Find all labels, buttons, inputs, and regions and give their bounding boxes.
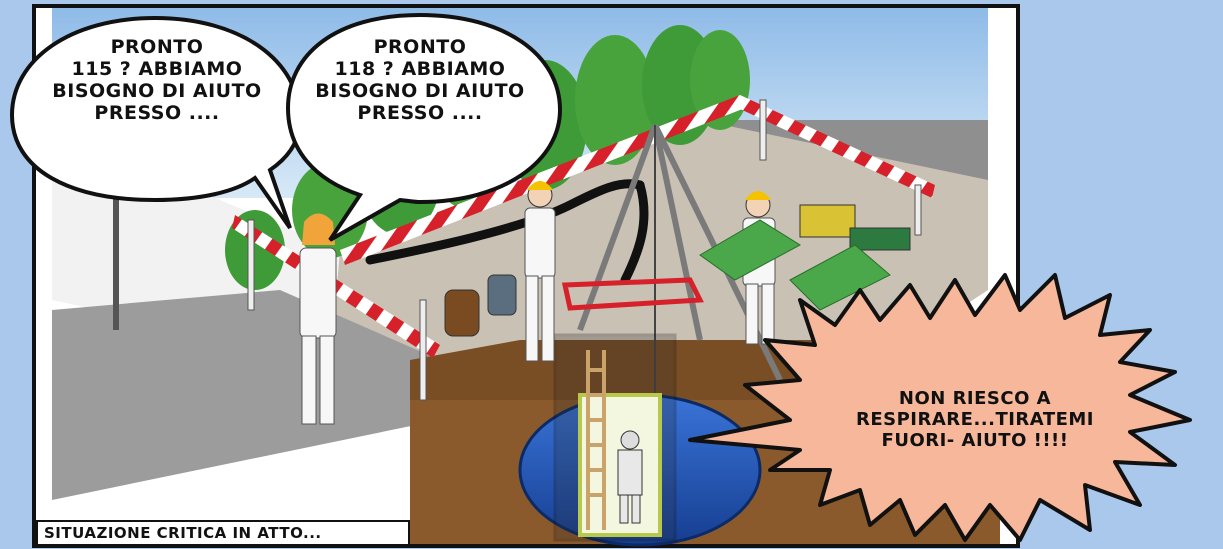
worker-middle xyxy=(524,181,556,362)
lamp-post xyxy=(113,150,119,330)
shout-burst xyxy=(688,273,1192,542)
woman-on-phone xyxy=(299,213,337,425)
speech-bubble-right-text: PRONTO 118 ? ABBIAMO BISOGNO DI AIUTO PR… xyxy=(315,36,525,124)
caption-box: SITUAZIONE CRITICA IN ATTO... xyxy=(36,520,410,546)
shout-burst-text: NON RIESCO A RESPIRARE...TIRATEMI FUORI-… xyxy=(855,388,1095,451)
trapped-worker xyxy=(617,430,643,524)
winch-frame xyxy=(561,277,704,311)
speech-bubble-right xyxy=(285,12,563,242)
speech-bubble-left-text: PRONTO 115 ? ABBIAMO BISOGNO DI AIUTO PR… xyxy=(52,36,262,124)
speech-bubble-left xyxy=(9,15,303,230)
ladder xyxy=(586,350,606,530)
equipment xyxy=(444,204,911,337)
